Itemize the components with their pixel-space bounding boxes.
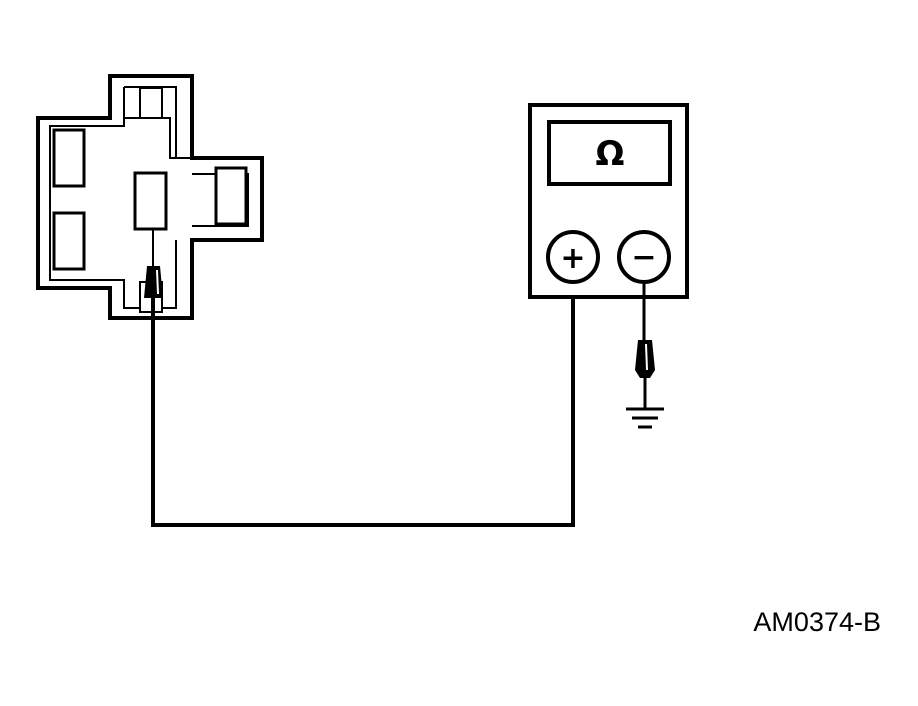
probe-tip-icon xyxy=(144,266,163,298)
positive-terminal-label: + xyxy=(560,241,585,276)
connector-pin-left-lower xyxy=(52,211,86,271)
connector-pin-right xyxy=(214,166,248,226)
ground-probe-highlight xyxy=(645,343,648,371)
figure-id: AM0374-B xyxy=(753,607,881,637)
ground-symbol-icon xyxy=(626,407,664,429)
ground-probe-icon xyxy=(635,340,655,378)
positive-terminal xyxy=(546,230,600,284)
test-lead-wire xyxy=(151,282,575,527)
connector-pin-left-upper xyxy=(52,128,86,188)
ohm-symbol: Ω xyxy=(596,134,625,174)
negative-terminal-label: − xyxy=(631,240,656,275)
probe-highlight xyxy=(156,269,159,295)
connector-pin-center xyxy=(133,171,168,231)
connector-pin-top xyxy=(139,87,163,119)
connector-step-outline xyxy=(124,117,192,159)
connector xyxy=(36,74,264,320)
ground-lead xyxy=(626,282,664,429)
multimeter: Ω + − xyxy=(528,103,689,299)
connector-probe xyxy=(144,229,163,298)
multimeter-display xyxy=(547,120,672,186)
